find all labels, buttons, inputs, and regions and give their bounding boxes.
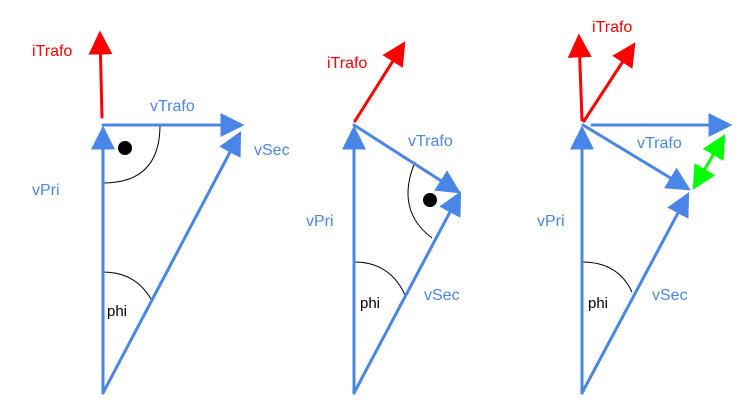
itrafo-label: iTrafo [327,55,367,72]
itrafo-label: iTrafo [592,19,632,36]
itrafo-vector-vertical [567,33,592,122]
itrafo-vector-tilted [582,42,636,123]
vtrafo-label: vTrafo [408,133,453,150]
vpri-label: vPri [306,213,334,230]
panel-1: iTrafo vTrafo vSec vPri phi [32,30,290,395]
vsec-label: vSec [424,287,460,304]
itrafo-vector [88,30,113,119]
phi-label: phi [588,295,608,312]
vsec-vector [352,191,462,395]
phi-angle-arc [581,261,633,293]
vsec-vector [101,131,242,395]
vtrafo-vector-rotated [581,123,691,191]
right-angle-dot [423,193,437,207]
phi-angle-arc [353,261,406,296]
panel-3: iTrafo vTrafo vPri vSec phi [537,19,733,395]
vtrafo-vector [352,123,461,194]
phi-label: phi [107,303,127,320]
right-angle-arc [102,124,161,184]
panel-2: iTrafo vTrafo vPri vSec phi [306,41,462,395]
vsec-label: vSec [652,287,688,304]
right-angle-arc [407,161,433,239]
right-angle-dot [118,141,132,155]
phi-label: phi [360,295,380,312]
vsec-label: vSec [254,142,290,159]
vtrafo-label: vTrafo [150,98,195,115]
vsec-vector [580,192,690,395]
vpri-label: vPri [537,213,565,230]
vtrafo-label: vTrafo [637,135,682,152]
itrafo-vector [353,41,406,123]
phi-angle-arc [102,271,152,300]
itrafo-label: iTrafo [32,43,72,60]
difference-vector [692,134,726,190]
vpri-label: vPri [32,182,60,199]
